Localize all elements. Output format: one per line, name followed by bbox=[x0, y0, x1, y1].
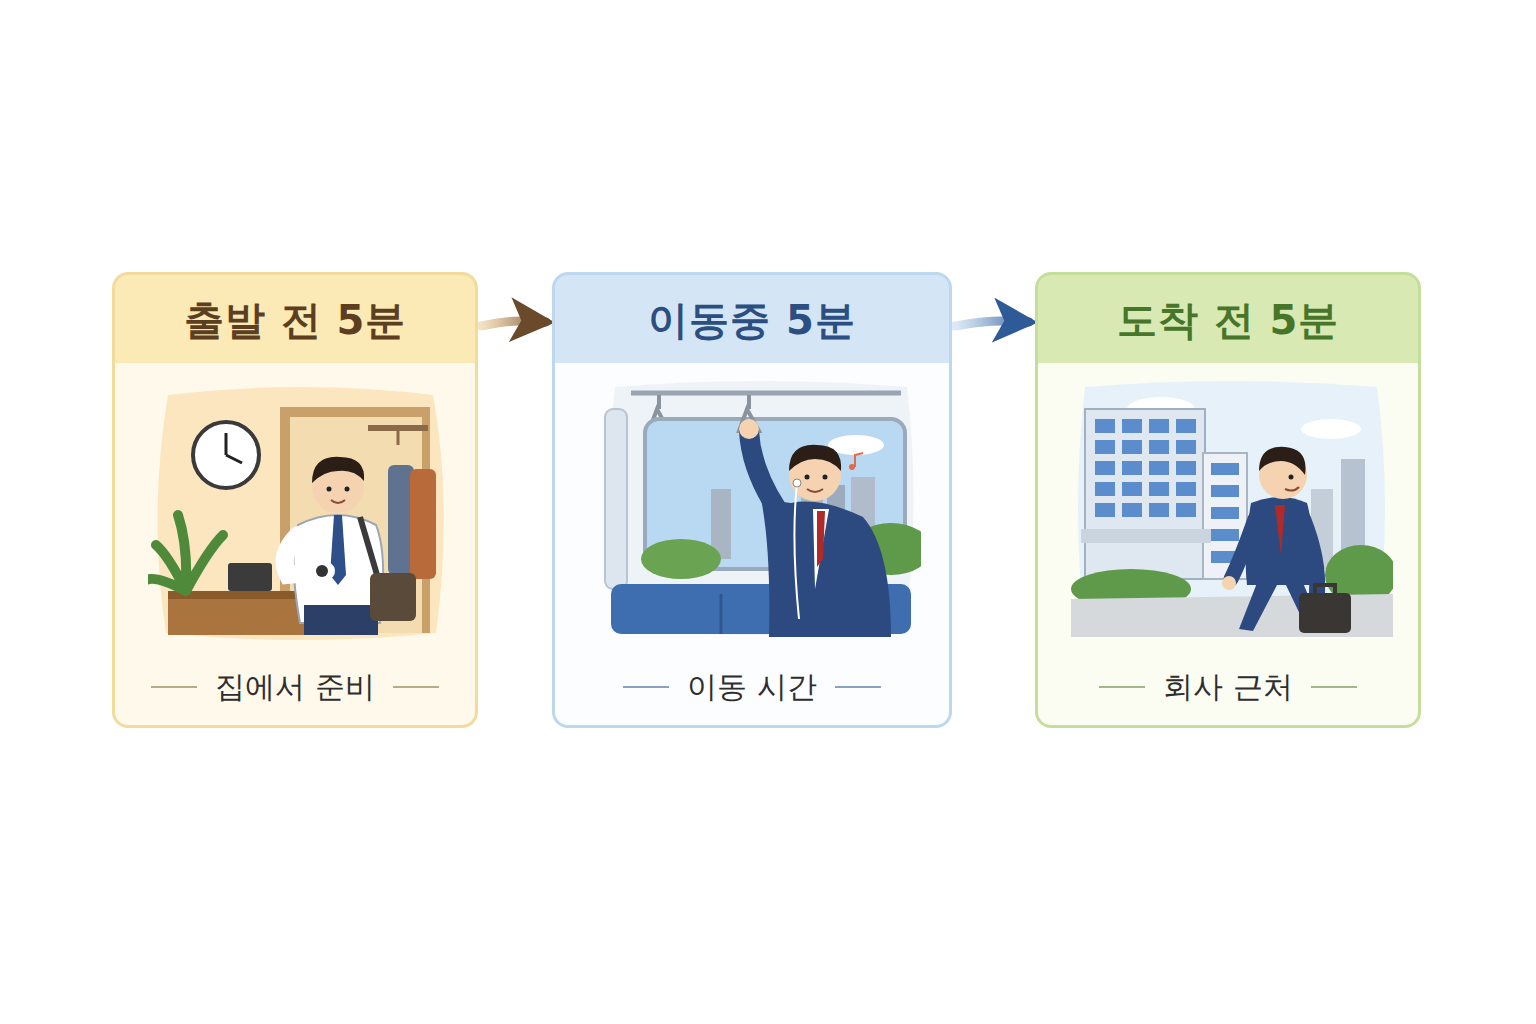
step-caption: 회사 근처 bbox=[1145, 667, 1311, 708]
window-pane bbox=[1176, 503, 1196, 517]
panel-caption-row: 회사 근처 bbox=[1038, 663, 1418, 711]
window-pane bbox=[1122, 503, 1142, 517]
panel-heading-band: 이동중 5분 bbox=[555, 275, 949, 365]
window-pane bbox=[1176, 419, 1196, 433]
window-pane bbox=[1095, 440, 1115, 454]
step-panel: 이동중 5분이동 시간 bbox=[552, 272, 952, 728]
window-pane bbox=[1176, 440, 1196, 454]
step-title: 출발 전 5분 bbox=[184, 293, 407, 348]
window-pane bbox=[1122, 419, 1142, 433]
flow-arrow bbox=[955, 321, 1029, 326]
step-panel: 도착 전 5분회사 근처 bbox=[1035, 272, 1421, 728]
window-pane bbox=[1095, 419, 1115, 433]
window-pane bbox=[1211, 485, 1239, 497]
panel-caption-row: 이동 시간 bbox=[555, 663, 949, 711]
flow-arrow bbox=[481, 321, 546, 326]
step-title: 이동중 5분 bbox=[648, 293, 856, 348]
window-pane bbox=[1149, 419, 1169, 433]
window-pane bbox=[1149, 461, 1169, 475]
home-illustration bbox=[148, 385, 453, 643]
train-illustration bbox=[601, 379, 921, 641]
step-title: 도착 전 5분 bbox=[1117, 293, 1340, 348]
window-pane bbox=[1149, 482, 1169, 496]
window-pane bbox=[1211, 529, 1239, 541]
window-pane bbox=[1149, 503, 1169, 517]
window-pane bbox=[1095, 461, 1115, 475]
window-pane bbox=[1211, 507, 1239, 519]
window-pane bbox=[1122, 440, 1142, 454]
step-caption: 이동 시간 bbox=[669, 667, 835, 708]
panel-heading-band: 도착 전 5분 bbox=[1038, 275, 1418, 365]
office-illustration bbox=[1071, 379, 1393, 641]
window-pane bbox=[1211, 463, 1239, 475]
step-caption: 집에서 준비 bbox=[197, 667, 393, 708]
window-pane bbox=[1176, 461, 1196, 475]
window-pane bbox=[1122, 482, 1142, 496]
window-pane bbox=[1095, 482, 1115, 496]
step-panel: 출발 전 5분집에서 준비 bbox=[112, 272, 478, 728]
panel-caption-row: 집에서 준비 bbox=[115, 663, 475, 711]
window-pane bbox=[1176, 482, 1196, 496]
panel-heading-band: 출발 전 5분 bbox=[115, 275, 475, 365]
window-pane bbox=[1095, 503, 1115, 517]
window-pane bbox=[1149, 440, 1169, 454]
window-pane bbox=[1122, 461, 1142, 475]
